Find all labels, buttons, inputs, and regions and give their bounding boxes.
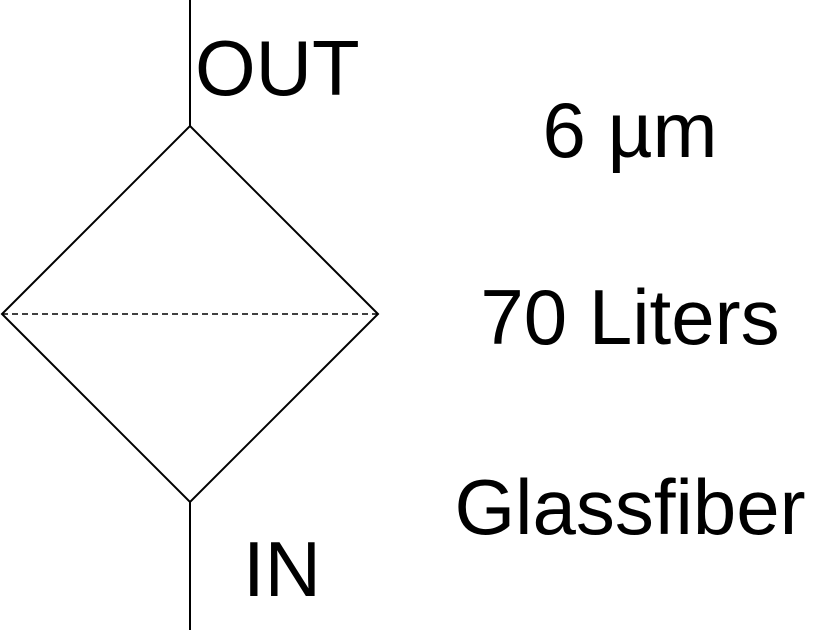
spec-pore-size: 6 µm	[543, 86, 718, 174]
port-in-label: IN	[243, 525, 321, 613]
spec-flow-rate: 70 Liters	[480, 273, 779, 361]
port-out-label: OUT	[195, 24, 360, 112]
filter-diamond	[0, 124, 380, 504]
spec-material: Glassfiber	[454, 463, 805, 551]
